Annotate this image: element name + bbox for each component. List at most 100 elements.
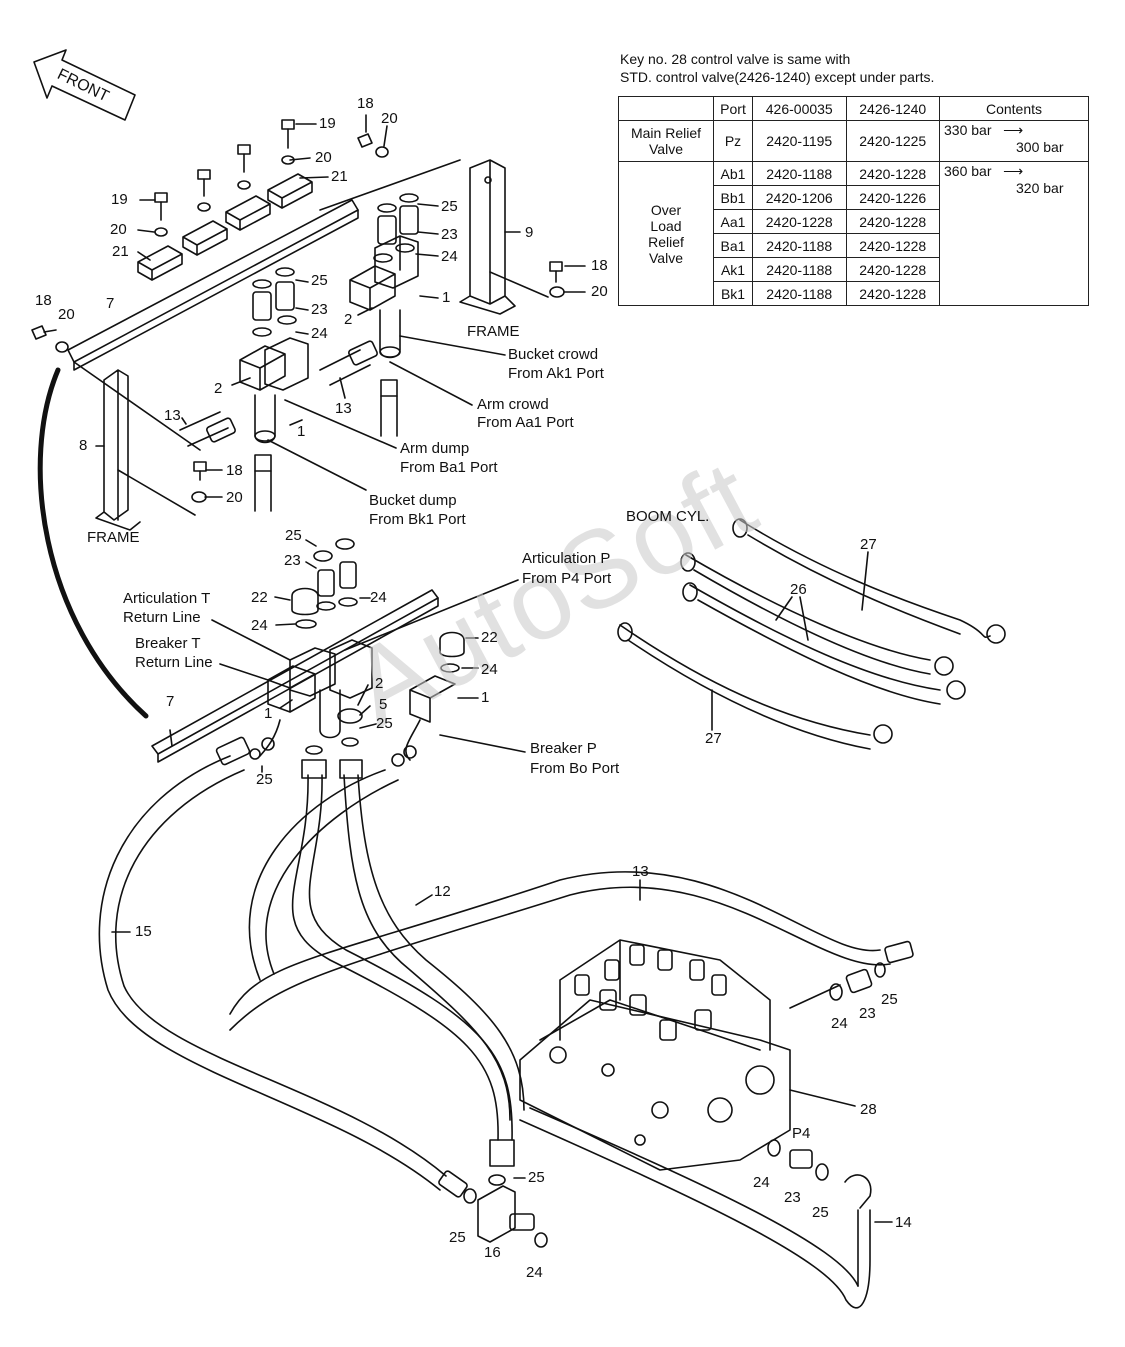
- table-header-row: Port 426-00035 2426-1240 Contents: [618, 96, 1089, 121]
- frame-label-right: FRAME: [467, 323, 520, 340]
- callout-27: 27: [705, 730, 722, 747]
- from-aa1-label: From Aa1 Port: [477, 414, 574, 431]
- clamp-block: [225, 195, 271, 231]
- callout-25: 25: [311, 272, 328, 289]
- table-header-cell: Contents: [939, 96, 1089, 121]
- table-header-cell: Port: [713, 96, 753, 121]
- table-cell: Pz: [713, 120, 753, 162]
- callout-28: 28: [860, 1101, 877, 1118]
- table-cell: 2420-1188: [752, 161, 847, 186]
- control-valve: [519, 939, 791, 1171]
- callout-25: 25: [528, 1169, 545, 1186]
- front-arrow: [33, 49, 136, 121]
- callout-14: 14: [895, 1214, 912, 1231]
- hose-15: [98, 755, 441, 1191]
- callout-23: 23: [284, 552, 301, 569]
- table-header-cell: 2426-1240: [845, 96, 940, 121]
- callout-25: 25: [256, 771, 273, 788]
- bucket-crowd-label: Bucket crowd: [508, 346, 599, 363]
- swivel-block-group: [239, 235, 419, 444]
- from-ak1-label: From Ak1 Port: [508, 365, 604, 382]
- note: Key no. 28 control valve is same with ST…: [620, 50, 934, 86]
- callout-22: 22: [481, 629, 498, 646]
- contents-from: 360 bar: [944, 163, 992, 179]
- callout-18: 18: [591, 257, 608, 274]
- callout-1: 1: [297, 423, 306, 440]
- overload-label: Over Load Relief Valve: [618, 161, 714, 306]
- callout-24: 24: [831, 1015, 848, 1032]
- callout-24: 24: [526, 1264, 543, 1281]
- callout-23: 23: [311, 301, 328, 318]
- boom-hoses: [617, 518, 1006, 750]
- hose-14: [519, 1119, 871, 1309]
- from-p4-label: From P4 Port: [522, 570, 612, 587]
- table-cell: 2420-1228: [752, 209, 847, 234]
- spec-table: Port 426-00035 2426-1240 Contents Main R…: [618, 96, 1089, 306]
- callout-23: 23: [784, 1189, 801, 1206]
- guide-arc: [37, 367, 149, 719]
- table-cell: 2420-1188: [752, 281, 847, 306]
- frame-left: [95, 369, 141, 531]
- callout-7: 7: [166, 693, 175, 710]
- main-relief-contents: 330 bar ⟶ 300 bar: [939, 120, 1089, 162]
- p4-label: P4: [792, 1125, 811, 1142]
- table-cell: 2420-1195: [752, 120, 847, 162]
- callout-12: 12: [434, 883, 451, 900]
- callout-25: 25: [449, 1229, 466, 1246]
- table-row: Ak1 2420-1188 2420-1228: [619, 257, 1089, 282]
- callout-2: 2: [375, 675, 384, 692]
- table-cell: 2420-1188: [752, 257, 847, 282]
- callout-7: 7: [106, 295, 115, 312]
- callout-8: 8: [79, 437, 88, 454]
- callout-18: 18: [35, 292, 52, 309]
- table-row: Bk1 2420-1188 2420-1228: [619, 281, 1089, 306]
- clamp-block: [182, 220, 228, 256]
- table-cell: Aa1: [713, 209, 753, 234]
- table-cell: Ab1: [713, 161, 753, 186]
- clamp-block: [267, 173, 313, 209]
- callout-23: 23: [859, 1005, 876, 1022]
- table-cell: 2420-1225: [845, 120, 940, 162]
- callout-22: 22: [251, 589, 268, 606]
- table-cell: 2420-1206: [752, 185, 847, 210]
- articulation-t-label: Articulation T: [123, 590, 211, 607]
- table-cell: 2420-1228: [845, 281, 940, 306]
- hose-12: [291, 774, 499, 1141]
- callout-20: 20: [110, 221, 127, 238]
- table-cell: 2420-1228: [845, 209, 940, 234]
- callout-24: 24: [753, 1174, 770, 1191]
- lower-swivel-group: [259, 639, 456, 761]
- bucket-dump-label: Bucket dump: [369, 492, 457, 509]
- breaker-t-label: Breaker T: [135, 635, 201, 652]
- callout-24: 24: [251, 617, 268, 634]
- table-header-cell: 426-00035: [752, 96, 847, 121]
- table-cell: 2420-1228: [845, 233, 940, 258]
- table-header-cell: [618, 96, 714, 121]
- frame-label-left: FRAME: [87, 529, 140, 546]
- arm-dump-label: Arm dump: [400, 440, 470, 457]
- callout-1: 1: [481, 689, 490, 706]
- bolt: [154, 119, 295, 221]
- arrow-right-icon: ⟶: [995, 122, 1024, 138]
- table-cell: 2420-1228: [845, 161, 940, 186]
- main-relief-label: Main Relief Valve: [618, 120, 714, 162]
- from-ba1-label: From Ba1 Port: [400, 459, 498, 476]
- callout-26: 26: [790, 581, 807, 598]
- table-row: Ba1 2420-1188 2420-1228: [619, 233, 1089, 258]
- from-bo-label: From Bo Port: [530, 760, 620, 777]
- table-cell: Ba1: [713, 233, 753, 258]
- hose-13: [229, 871, 881, 1015]
- callout-25: 25: [812, 1204, 829, 1221]
- callout-25: 25: [881, 991, 898, 1008]
- table-cell: 2420-1188: [752, 233, 847, 258]
- callout-20: 20: [591, 283, 608, 300]
- clamp-block: [137, 245, 183, 281]
- callout-18: 18: [226, 462, 243, 479]
- callout-25: 25: [376, 715, 393, 732]
- callout-20: 20: [315, 149, 332, 166]
- callout-1: 1: [264, 705, 273, 722]
- callout-24: 24: [481, 661, 498, 678]
- boom-cyl-label: BOOM CYL.: [626, 508, 710, 525]
- callout-20: 20: [381, 110, 398, 127]
- callout-13: 13: [632, 863, 649, 880]
